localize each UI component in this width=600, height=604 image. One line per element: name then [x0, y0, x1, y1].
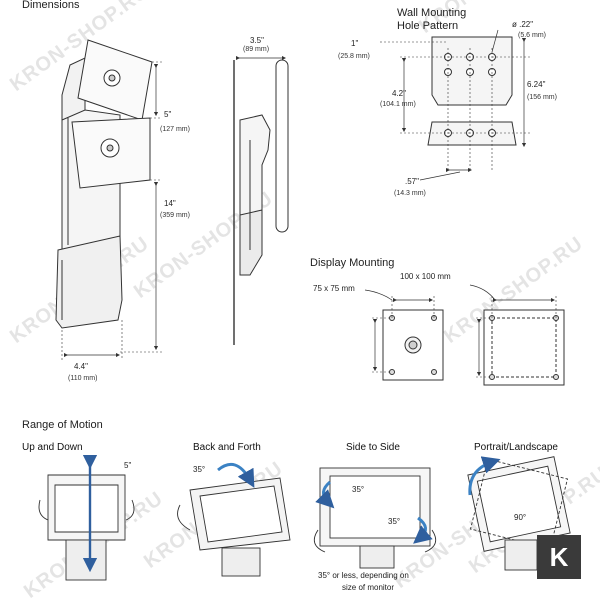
- depth-mm: (89 mm): [243, 46, 270, 53]
- motion-up-down: [38, 474, 135, 581]
- range-of-motion-heading: Range of Motion: [22, 419, 103, 431]
- motion-side-side-note-2: size of monitor: [342, 583, 395, 592]
- motion-back-forth-label: Back and Forth: [193, 442, 261, 453]
- travel-mm: (127 mm): [160, 126, 190, 133]
- wall-mounting-heading-line2: Hole Pattern: [397, 20, 459, 32]
- bottom-offset-inches: .57": [405, 177, 419, 186]
- wall-plate: [427, 36, 517, 146]
- motion-side-side-note-1: 35° or less, depending on: [318, 571, 409, 580]
- motion-up-down-value: 5": [124, 461, 132, 470]
- motion-portrait-landscape: [467, 456, 571, 571]
- travel-inches: 5": [164, 110, 172, 119]
- height-inches: 14": [164, 199, 176, 208]
- width-mm: (110 mm): [68, 375, 98, 382]
- logo-badge: K: [537, 535, 581, 579]
- wall-mounting-heading-line1: Wall Mounting: [397, 7, 467, 19]
- motion-side-side-label: Side to Side: [346, 442, 400, 453]
- motion-back-forth-value: 35°: [193, 465, 206, 474]
- width-inches: 4.4": [74, 362, 88, 371]
- front-view-arm: [55, 39, 153, 329]
- height-mm: (359 mm): [160, 212, 190, 219]
- vesa-100-label: 100 x 100 mm: [400, 272, 451, 281]
- vesa-75-label: 75 x 75 mm: [313, 284, 355, 293]
- display-mounting-heading: Display Mounting: [310, 257, 395, 269]
- spacing-mm: (104.1 mm): [380, 101, 416, 108]
- spacing-inches: 4.2": [392, 89, 406, 98]
- motion-up-down-label: Up and Down: [22, 442, 83, 453]
- motion-portrait-landscape-label: Portrait/Landscape: [474, 442, 558, 453]
- motion-portrait-landscape-value: 90°: [514, 513, 527, 522]
- left-offset-mm: (25.8 mm): [338, 53, 370, 60]
- hole-diameter-inches: ø .22": [512, 20, 534, 29]
- vesa-plate-100: [483, 309, 565, 386]
- motion-side-side-value-a: 35°: [352, 485, 365, 494]
- left-offset-inches: 1": [351, 39, 359, 48]
- total-height-mm: (156 mm): [527, 94, 557, 101]
- hole-diameter-mm: (5.6 mm): [518, 32, 546, 39]
- dimensions-heading: Dimensions: [22, 0, 80, 11]
- motion-side-side: [313, 467, 437, 569]
- depth-inches: 3.5": [250, 36, 264, 45]
- side-view-arm: [233, 59, 289, 345]
- bottom-offset-mm: (14.3 mm): [394, 190, 426, 197]
- vesa-plate-75: [382, 309, 444, 381]
- motion-side-side-value-b: 35°: [388, 517, 401, 526]
- total-height-inches: 6.24": [527, 80, 546, 89]
- motion-back-forth: [177, 477, 291, 577]
